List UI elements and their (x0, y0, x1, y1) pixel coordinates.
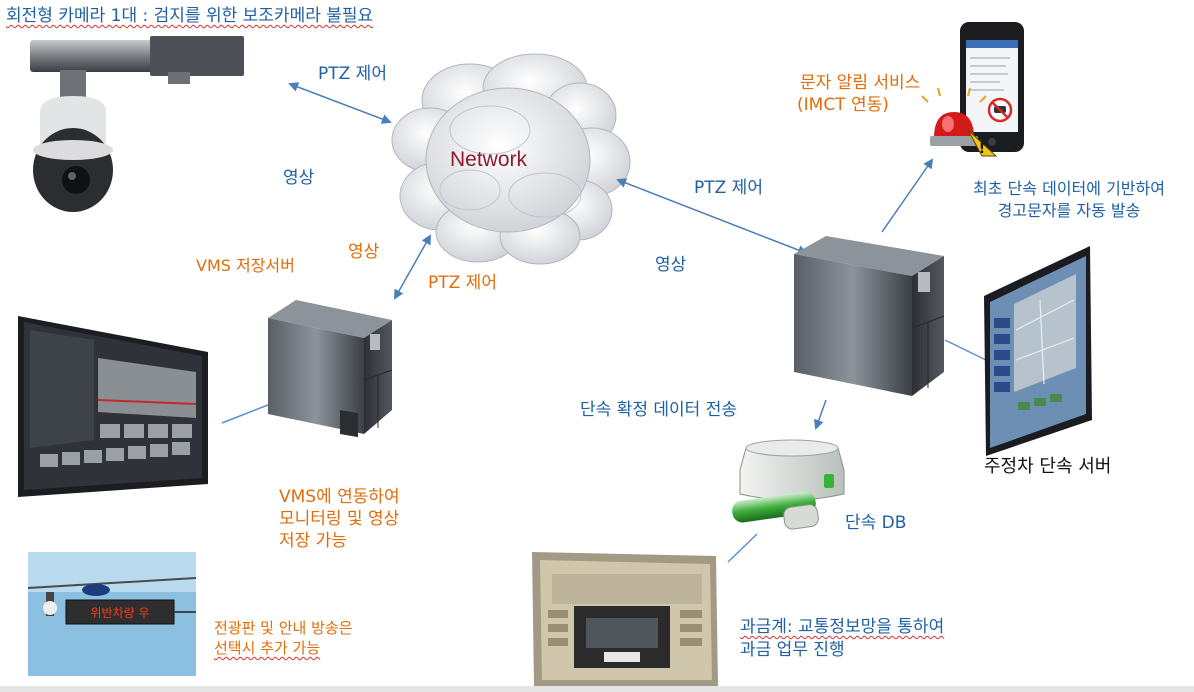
line-db-billing (727, 533, 758, 563)
label-video-right: 영상 (655, 255, 687, 275)
label-sms-line1: 문자 알림 서비스 (800, 73, 921, 93)
sign-board-text: 위반차량 우 (90, 606, 149, 620)
bottom-rule (0, 686, 1194, 692)
diagram-title: 회전형 카메라 1대 : 검지를 위한 보조카메라 불필요 (6, 6, 373, 27)
network-label: Network (450, 148, 528, 171)
label-vms-line1: VMS에 연동하여 (279, 487, 400, 507)
label-vms-line2: 모니터링 및 영상 (279, 509, 400, 529)
label-board-broadcast: 전광판 및 안내 방송은 선택시 추가 가능 (214, 618, 353, 658)
arrow-server-db (813, 399, 827, 430)
label-billing-line1: 과금계: 교통정보망을 통하여 (740, 616, 944, 639)
svg-text:!: ! (979, 141, 985, 157)
arrow-network-server (616, 178, 808, 255)
enforcement-db-icon (732, 439, 845, 530)
label-board-line1: 전광판 및 안내 방송은 (214, 619, 353, 637)
label-confirm-data: 단속 확정 데이터 전송 (580, 400, 737, 420)
arrow-vms-network (394, 234, 431, 300)
vms-monitor-image (18, 316, 208, 497)
label-vms-server: VMS 저장서버 (196, 256, 295, 275)
billing-terminal-photo (532, 552, 718, 686)
label-billing-line1-text: 과금계: 교통정보망을 통하여 (740, 617, 945, 637)
label-vms-line3: 저장 가능 (279, 531, 347, 551)
label-ptz-mid: PTZ 제어 (428, 273, 497, 293)
label-billing: 과금계: 교통정보망을 통하여 과금 업무 진행 (740, 616, 944, 662)
ptz-camera-image (30, 36, 244, 212)
label-video-mid: 영상 (348, 242, 380, 262)
sms-phone-image: ! (921, 22, 1024, 157)
label-warning-line2: 경고문자를 자동 발송 (997, 201, 1141, 220)
diagram-title-text: 회전형 카메라 1대 : 검지를 위한 보조카메라 불필요 (6, 6, 374, 26)
label-warning-line1: 최초 단속 데이터에 기반하여 (973, 179, 1165, 198)
label-parking-server: 주정차 단속 서버 (984, 456, 1112, 477)
label-warning-text: 최초 단속 데이터에 기반하여 경고문자를 자동 발송 (944, 178, 1194, 222)
label-ptz-top: PTZ 제어 (318, 64, 387, 84)
arrow-server-phone (881, 158, 934, 233)
label-vms-integration: VMS에 연동하여 모니터링 및 영상 저장 가능 (279, 486, 400, 552)
line-server-screens (944, 339, 991, 363)
arrow-camera-network (288, 82, 392, 124)
label-ptz-right: PTZ 제어 (694, 178, 763, 198)
arrows (221, 82, 991, 563)
line-vms-monitor (221, 404, 269, 424)
label-board-line2: 선택시 추가 가능 (214, 638, 353, 658)
vms-server-tower (268, 300, 393, 438)
label-billing-line2: 과금 업무 진행 (740, 640, 845, 660)
monitoring-screens-image (984, 246, 1092, 456)
label-enforcement-db: 단속 DB (845, 513, 907, 533)
label-board-line2-text: 선택시 추가 가능 (214, 639, 321, 657)
parking-server-tower (794, 236, 945, 396)
sign-board-photo: 위반차량 우 (27, 552, 197, 676)
label-sms-line2: (IMCT 연동) (797, 95, 889, 115)
network-cloud (391, 53, 631, 265)
label-video-left: 영상 (283, 168, 315, 188)
